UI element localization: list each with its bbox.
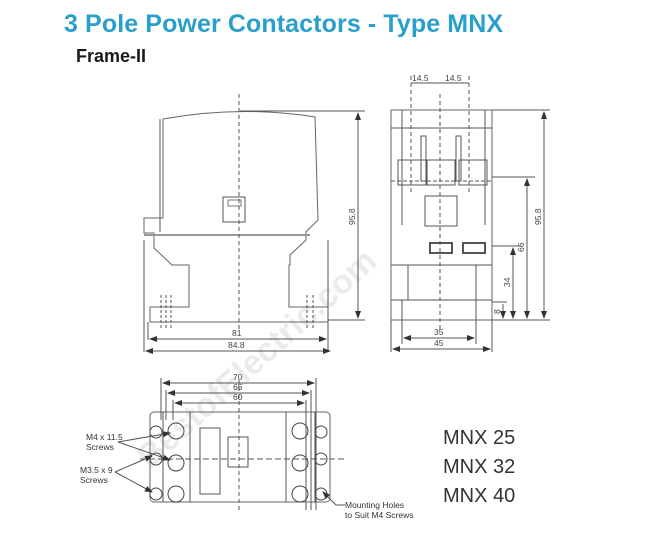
svg-text:35: 35: [434, 327, 444, 337]
top-view: [114, 378, 345, 510]
svg-text:65: 65: [233, 382, 243, 392]
watermark: BestofElectric.com: [130, 242, 384, 476]
svg-text:95.8: 95.8: [533, 208, 543, 225]
model-item: MNX 25: [443, 427, 516, 449]
page-title: 3 Pole Power Contactors - Type MNX: [64, 10, 504, 38]
svg-text:66: 66: [516, 242, 526, 252]
svg-text:70: 70: [233, 372, 243, 382]
svg-text:14.5: 14.5: [412, 73, 429, 83]
svg-text:34: 34: [502, 277, 512, 287]
side-view: [390, 76, 550, 352]
svg-text:81: 81: [232, 328, 242, 338]
svg-text:60: 60: [233, 392, 243, 402]
svg-text:45: 45: [434, 338, 444, 348]
svg-text:8: 8: [492, 309, 502, 314]
frame-subtitle: Frame-II: [76, 46, 147, 66]
dimension-labels: 81 84.8 95.8 14.5 14.5 95.8 66 34 8 35 4…: [228, 73, 543, 402]
front-view: [143, 94, 365, 354]
model-list: MNX 25 MNX 32 MNX 40: [443, 424, 515, 511]
svg-text:84.8: 84.8: [228, 340, 245, 350]
svg-text:95.8: 95.8: [347, 208, 357, 225]
model-item: MNX 40: [443, 485, 516, 507]
svg-text:BestofElectric.com: BestofElectric.com: [130, 242, 384, 476]
model-item: MNX 32: [443, 456, 516, 478]
svg-text:14.5: 14.5: [445, 73, 462, 83]
